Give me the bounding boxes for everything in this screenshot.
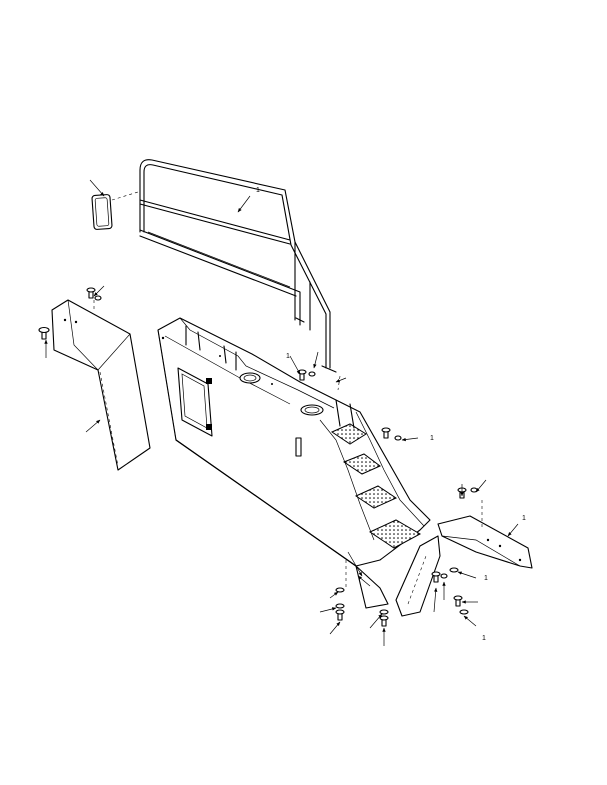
- side-cover-panel: [51, 299, 151, 471]
- callout-label: 1: [430, 435, 434, 442]
- callout-label: 1: [522, 515, 526, 522]
- callout-label: 1: [286, 353, 290, 360]
- bracket: [355, 565, 389, 609]
- callout-label: 1: [482, 635, 486, 642]
- callout-label: 1: [256, 187, 260, 194]
- bolt-icon: [297, 369, 316, 381]
- bolt-icon: [335, 587, 345, 621]
- alignment-lines: [93, 191, 483, 590]
- bolt-icon: [457, 487, 478, 499]
- callout-label: 1: [484, 575, 488, 582]
- callout-labels: 1 1 1 1 1 1: [256, 187, 526, 642]
- ramp-extension: [437, 515, 533, 569]
- bolt-icon: [38, 326, 50, 340]
- step-treads: [319, 399, 425, 549]
- leader-arrows: [44, 179, 519, 646]
- bolt-icon: [453, 595, 469, 615]
- step-housing: [157, 317, 431, 567]
- bolt-icon: [431, 567, 459, 583]
- fasteners: [38, 287, 478, 627]
- side-rail-plate: [395, 535, 441, 617]
- gasket-plate: [91, 194, 113, 230]
- bolt-icon: [379, 609, 389, 627]
- bolt-icon: [86, 287, 102, 301]
- handrail: [139, 159, 337, 373]
- bolt-icon: [381, 427, 402, 441]
